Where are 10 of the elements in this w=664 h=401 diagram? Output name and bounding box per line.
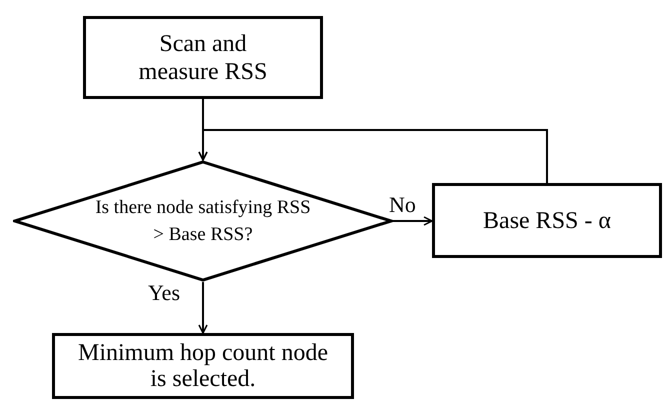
arrow xyxy=(393,216,433,226)
process-box xyxy=(432,183,662,258)
process-text: Minimum hop count node is selected. xyxy=(78,340,328,392)
process-text: Base RSS - α xyxy=(483,206,611,234)
process-text: Scan and measure RSS xyxy=(138,30,268,86)
arrow xyxy=(198,129,548,183)
decision-text: Is there node satisfying RSS > Base RSS? xyxy=(94,196,312,247)
arrow xyxy=(198,282,208,334)
process-box xyxy=(52,333,354,399)
process-box xyxy=(83,16,323,99)
